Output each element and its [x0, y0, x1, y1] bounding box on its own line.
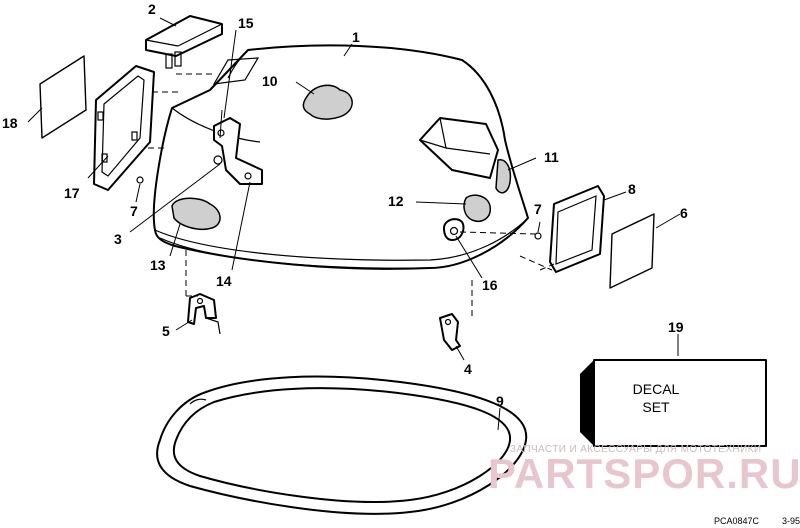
callout-9: 9 — [496, 393, 504, 409]
latch-bracket — [213, 109, 263, 185]
decal-set-box: DECAL SET — [580, 359, 767, 447]
decal-box-line2: SET — [642, 399, 670, 415]
callout-14: 14 — [216, 273, 232, 289]
callout-7-right: 7 — [534, 201, 542, 217]
callout-15: 15 — [238, 15, 254, 31]
callout-11: 11 — [544, 149, 559, 165]
callout-18: 18 — [2, 115, 18, 131]
side-decal — [39, 55, 87, 139]
figure-code: PCA0847C — [714, 516, 760, 526]
rear-panel — [549, 185, 605, 273]
callout-8: 8 — [628, 181, 636, 197]
callout-19: 19 — [668, 319, 684, 335]
callout-17: 17 — [64, 185, 80, 201]
front-latch-plate — [187, 293, 221, 335]
decal-box-line1: DECAL — [633, 381, 680, 397]
screw-right — [534, 232, 542, 240]
cover-seal — [156, 375, 528, 515]
callout-1: 1 — [352, 29, 360, 45]
rear-decal — [609, 213, 655, 289]
small-acoustic-pad — [463, 194, 491, 222]
callout-6: 6 — [680, 205, 688, 221]
watermark-site: PARTSPOR.RU — [488, 450, 800, 497]
watermark-caption: ЗАПЧАСТИ И АКСЕССУАРЫ ДЛЯ МОТОТЕХНИКИ — [510, 444, 761, 455]
watermark: ЗАПЧАСТИ И АКСЕССУАРЫ ДЛЯ МОТОТЕХНИКИ PA… — [488, 444, 800, 497]
top-cap — [145, 15, 223, 69]
side-frame — [93, 65, 155, 191]
screw-left — [136, 176, 144, 184]
callout-3: 3 — [114, 231, 122, 247]
side-acoustic-pad — [495, 159, 512, 194]
callout-2: 2 — [148, 1, 156, 17]
callout-4: 4 — [464, 361, 472, 377]
front-acoustic-pad — [171, 197, 221, 230]
callout-10: 10 — [262, 73, 278, 89]
leader-lines — [27, 17, 681, 431]
callout-16: 16 — [482, 277, 498, 293]
latch-knob — [443, 218, 465, 241]
callout-7-left: 7 — [130, 203, 138, 219]
page-ref: 3-95 — [782, 516, 800, 526]
callout-12: 12 — [388, 193, 404, 209]
callout-13: 13 — [150, 257, 166, 273]
alignment-lines — [148, 73, 555, 318]
callout-labels: 1 2 3 4 5 6 7 7 8 9 10 11 12 13 14 15 16… — [2, 1, 688, 409]
motor-cover — [152, 44, 529, 270]
rear-latch-plate — [439, 313, 461, 351]
callout-5: 5 — [162, 323, 170, 339]
top-acoustic-pad — [302, 84, 353, 120]
